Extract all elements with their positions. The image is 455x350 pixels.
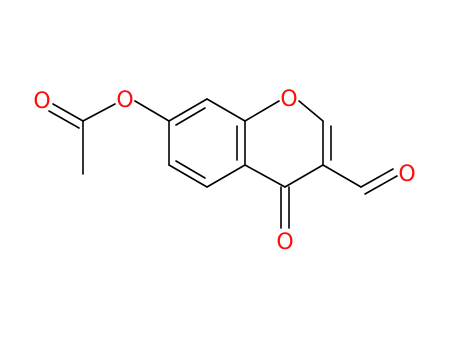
bond-o-ester-c — [82, 103, 116, 122]
bond-c3-c4 — [284, 164, 324, 188]
bond-lines — [48, 98, 398, 229]
bond-c7-o-ester — [134, 100, 170, 122]
bond-c8-c8a — [206, 98, 246, 122]
bond-c-o-carbonyl-b — [48, 110, 80, 129]
bond-o1-c2 — [298, 100, 324, 122]
ester-oxygen-label: O — [116, 88, 133, 113]
bond-c4a-c5 — [206, 164, 246, 188]
bond-c4-c4a — [244, 164, 286, 188]
atom-labels: O O O O O — [33, 87, 415, 255]
bond-cho-o-b — [364, 175, 398, 195]
bond-c7-c8-inner — [175, 107, 206, 126]
ester-carbonyl-oxygen-label: O — [33, 89, 50, 114]
ring-oxygen-label: O — [280, 87, 297, 112]
bond-c5-c6-inner — [175, 160, 206, 179]
bond-c3-cho — [322, 164, 362, 188]
bond-c7-c8 — [168, 98, 208, 122]
aldehyde-oxygen-label: O — [398, 162, 415, 187]
bond-cho-o-a — [360, 168, 394, 188]
bond-c-o-carbonyl-a — [52, 103, 84, 122]
bond-c8a-o1 — [244, 100, 280, 122]
bond-c5-c6 — [168, 164, 208, 188]
ketone-oxygen-label: O — [276, 230, 293, 255]
